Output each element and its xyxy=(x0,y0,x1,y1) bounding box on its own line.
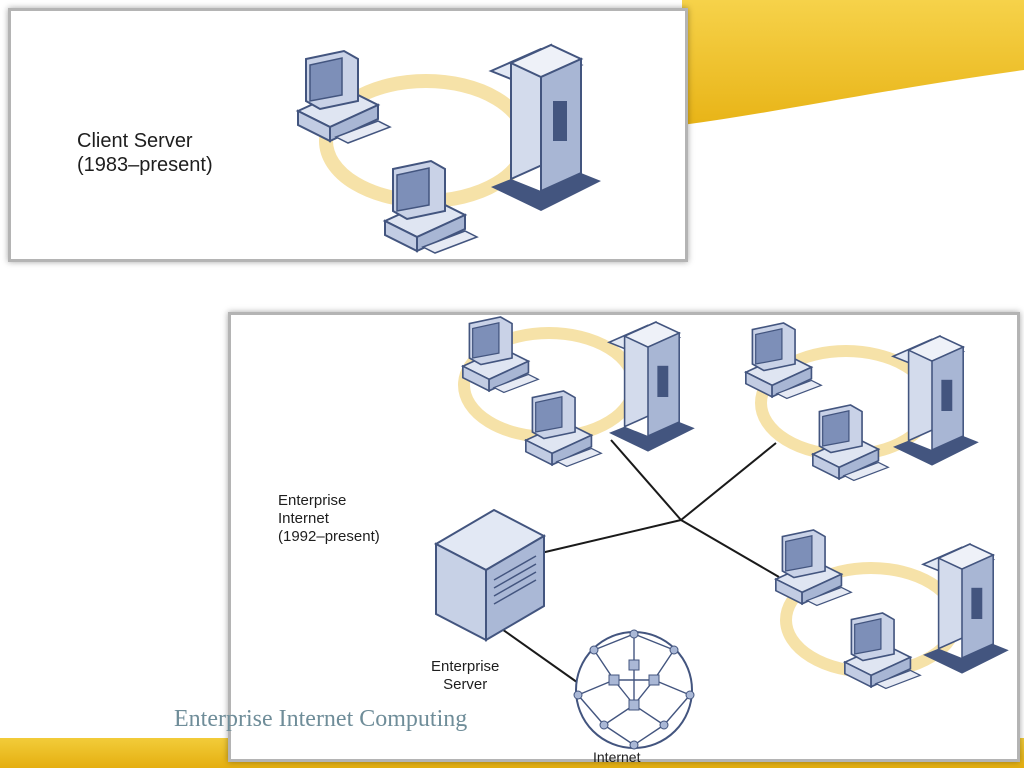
enterprise-internet-diagram xyxy=(433,316,1009,750)
enterprise-internet-panel: Enterprise Internet (1992–present) Enter… xyxy=(228,312,1020,765)
desktop-computer-icon xyxy=(382,159,479,254)
slide-caption: Enterprise Internet Computing xyxy=(174,706,468,732)
desktop-computer-icon xyxy=(295,49,392,144)
desktop-computer-icon xyxy=(743,322,823,400)
desktop-computer-icon xyxy=(523,390,603,468)
server-tower-icon xyxy=(890,334,979,466)
top-wave-highlight xyxy=(681,77,1024,133)
client-server-panel: Client Server (1983–present) xyxy=(8,8,688,262)
client-server-diagram xyxy=(295,43,601,254)
top-wave-band xyxy=(0,0,1024,125)
enterprise-server-label: Enterprise Server xyxy=(431,658,500,693)
enterprise-server-icon xyxy=(433,508,547,642)
desktop-computer-icon xyxy=(773,529,853,607)
server-tower-icon xyxy=(920,542,1009,674)
internet-globe-icon xyxy=(573,629,695,750)
server-tower-icon xyxy=(488,43,601,211)
enterprise-internet-label: Enterprise Internet (1992–present) xyxy=(278,492,380,545)
connection-lines xyxy=(498,439,780,686)
internet-label: Internet xyxy=(593,749,641,765)
client-server-label: Client Server (1983–present) xyxy=(77,130,213,176)
desktop-computer-icon xyxy=(460,316,540,394)
server-tower-icon xyxy=(606,320,695,452)
desktop-computer-icon xyxy=(842,612,922,690)
desktop-computer-icon xyxy=(810,404,890,482)
